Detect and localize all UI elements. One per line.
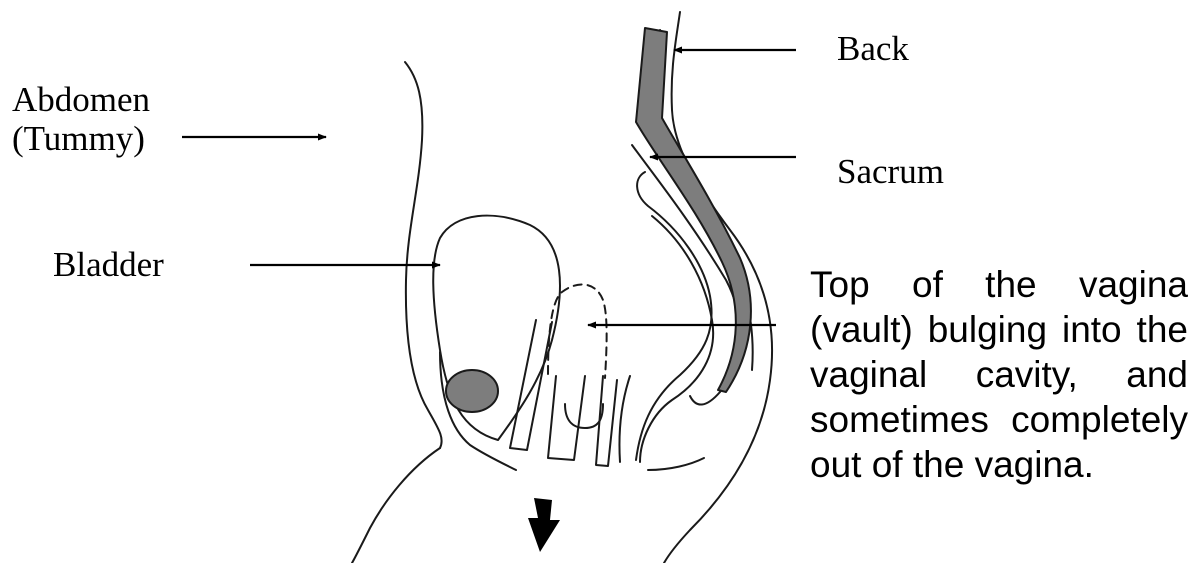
vault-description-line: (vault) bulging into the [810,307,1188,352]
rectum-inner-outline [640,216,713,462]
abdomen-label: Abdomen [12,80,150,120]
vagina-inner [565,404,603,428]
buttock-outline [648,458,704,470]
abdomen-sub-label: (Tummy) [12,119,145,159]
anal-canal-outline [619,376,630,462]
vault-dashed-outline [548,284,607,378]
bladder-label: Bladder [53,245,164,285]
vault-description-line: out of the vagina. [810,442,1188,487]
vault-description-line: vaginal cavity, and [810,352,1188,397]
vault-description-line: Top of the vagina [810,262,1188,307]
vault-description-line: sometimes completely [810,397,1188,442]
bladder-outline [433,216,560,440]
urethra-outline [510,320,552,450]
pubic-bone [446,370,498,412]
descent-arrow-icon [528,498,560,552]
thigh-outline [352,448,440,563]
back-label: Back [837,29,909,69]
sacrum-label: Sacrum [837,152,944,192]
vault-description: Top of the vagina (vault) bulging into t… [810,262,1188,487]
vagina-posterior-wall [596,376,617,466]
back-outline [664,12,772,563]
